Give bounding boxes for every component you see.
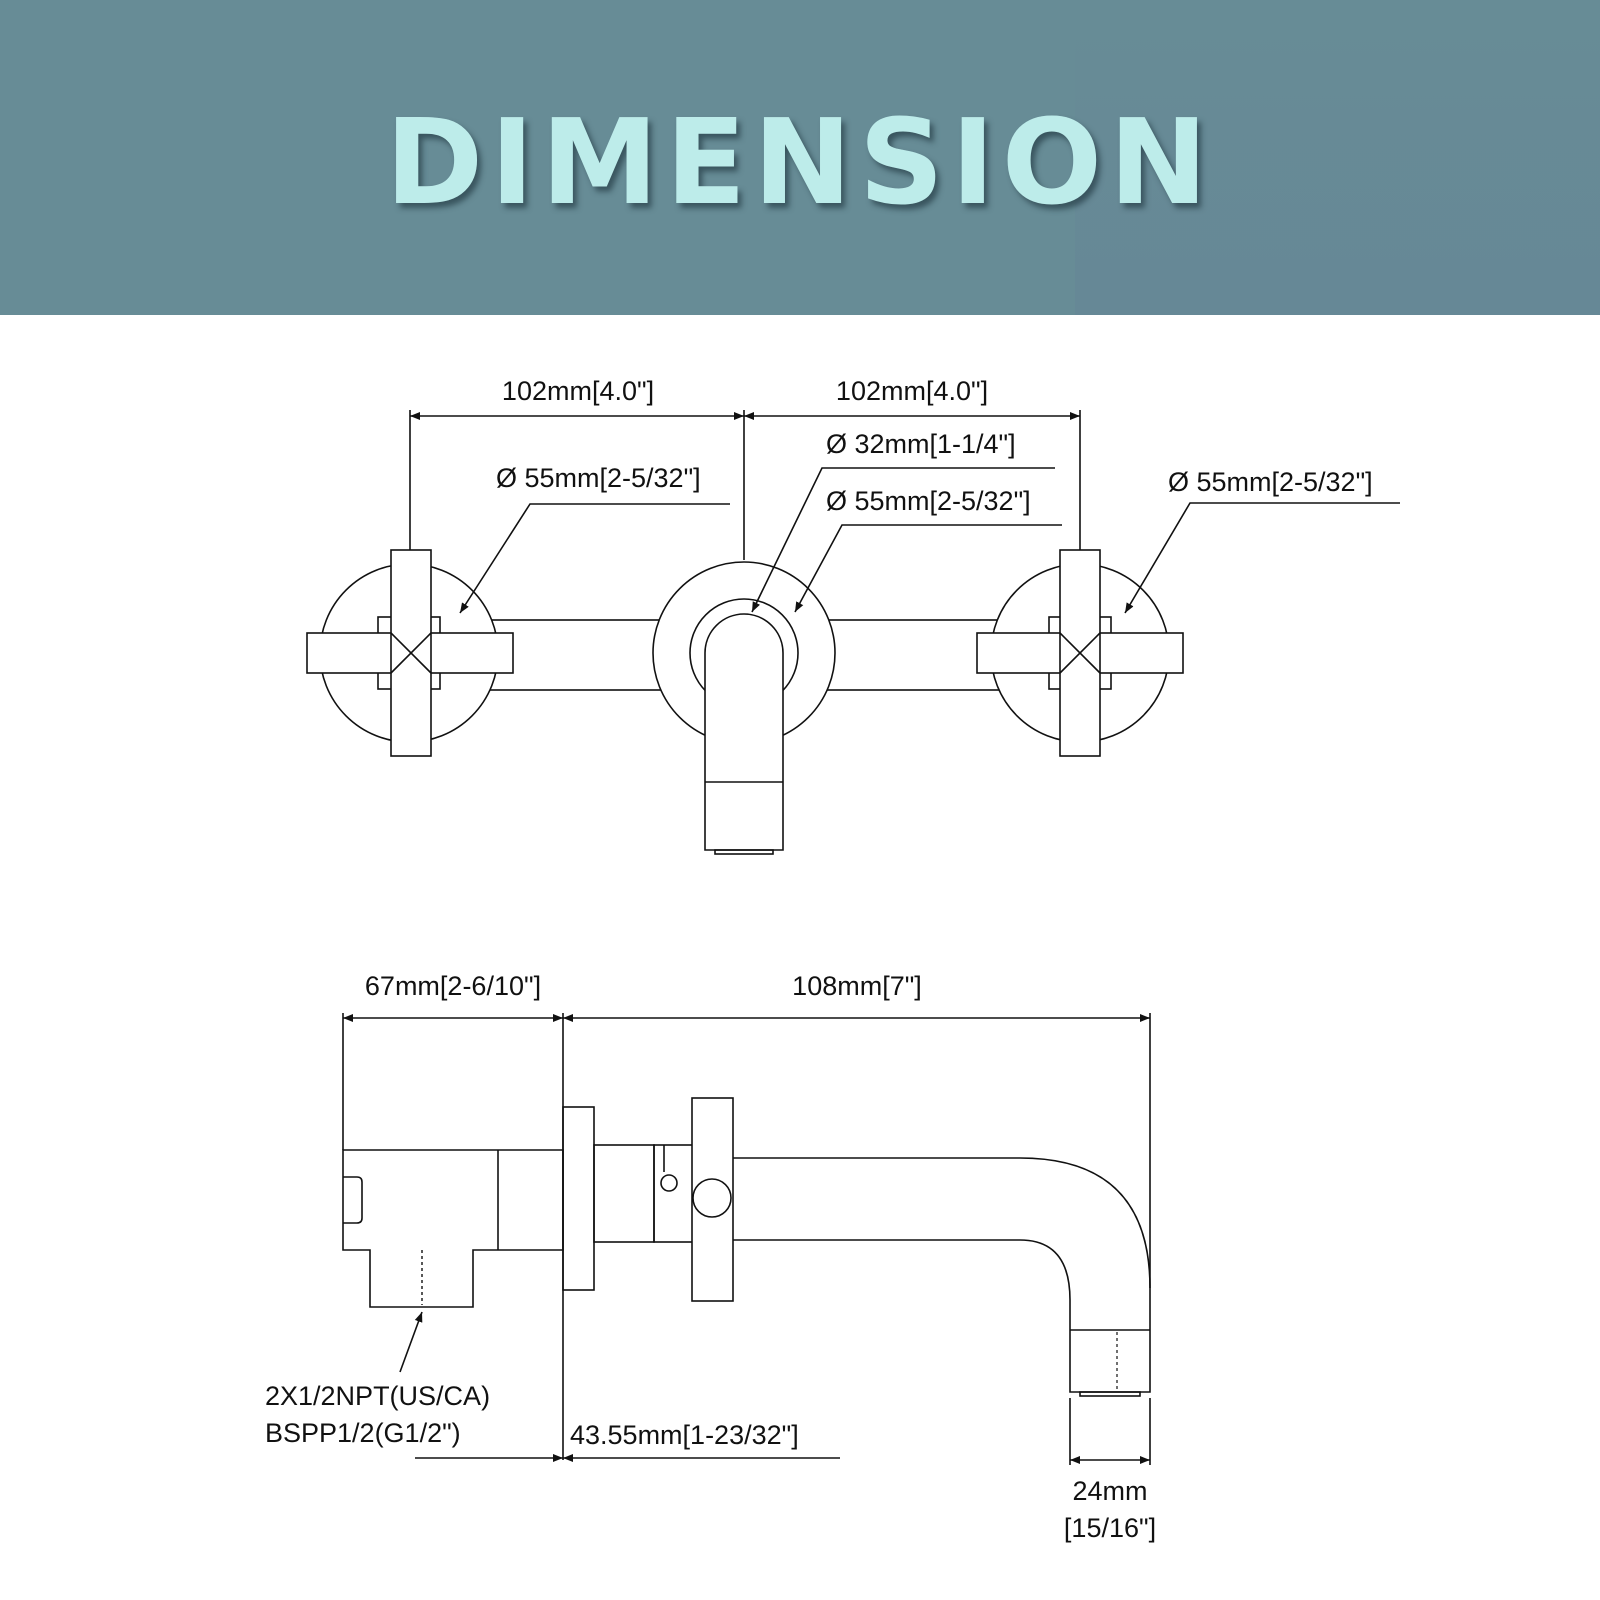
- spout-reach-label: 108mm[7"]: [792, 971, 922, 1001]
- outlet-mm-label: 24mm: [1072, 1476, 1147, 1506]
- center-spout-front: [652, 561, 836, 855]
- front-view: 102mm[4.0"] 102mm[4.0"] Ø 55mm[2-5/32"] …: [306, 376, 1400, 855]
- valve-body: [342, 1149, 564, 1308]
- left-spacing-label: 102mm[4.0"]: [502, 376, 654, 406]
- body-depth-label: 67mm[2-6/10"]: [365, 971, 541, 1001]
- valve-stem: [593, 1144, 655, 1243]
- left-flange-dia-label: Ø 55mm[2-5/32"]: [496, 463, 701, 493]
- leader-spout-diameter: [751, 467, 1055, 613]
- spout-side-aerator: [1079, 1391, 1141, 1397]
- leader-center-flange: [794, 524, 1062, 613]
- outlet-in-label: [15/16"]: [1064, 1513, 1156, 1543]
- wall-offset-label: 43.55mm[1-23/32"]: [570, 1420, 799, 1450]
- page-title: DIMENSION: [385, 93, 1215, 231]
- right-flange-dia-label: Ø 55mm[2-5/32"]: [1168, 467, 1373, 497]
- right-handle: [976, 549, 1184, 757]
- stem-pin: [660, 1174, 678, 1192]
- connection-label-line1: 2X1/2NPT(US/CA): [265, 1381, 490, 1411]
- wall-plate: [562, 1106, 595, 1291]
- connection-label-line2: BSPP1/2(G1/2"): [265, 1418, 461, 1448]
- spout-aerator: [714, 849, 774, 855]
- center-flange-dia-label: Ø 55mm[2-5/32"]: [826, 486, 1031, 516]
- header-banner-tint: [1075, 0, 1600, 315]
- side-view: 67mm[2-6/10"] 108mm[7"] 2X1/2NPT(US/CA) …: [265, 971, 1156, 1543]
- left-handle: [306, 549, 514, 757]
- spout-body: [704, 613, 784, 851]
- spout-side: [733, 1157, 1151, 1393]
- leader-left-flange: [459, 503, 730, 614]
- left-handle-cross-line: [390, 632, 432, 674]
- right-spacing-label: 102mm[4.0"]: [836, 376, 988, 406]
- stem-coupling: [653, 1144, 695, 1243]
- leader-connection: [399, 1311, 423, 1373]
- valve-side-port: [343, 1176, 363, 1224]
- spout-dia-label: Ø 32mm[1-1/4"]: [826, 429, 1016, 459]
- leader-right-flange: [1124, 502, 1400, 614]
- handle-hub: [692, 1178, 732, 1218]
- right-handle-cross-line: [1059, 632, 1101, 674]
